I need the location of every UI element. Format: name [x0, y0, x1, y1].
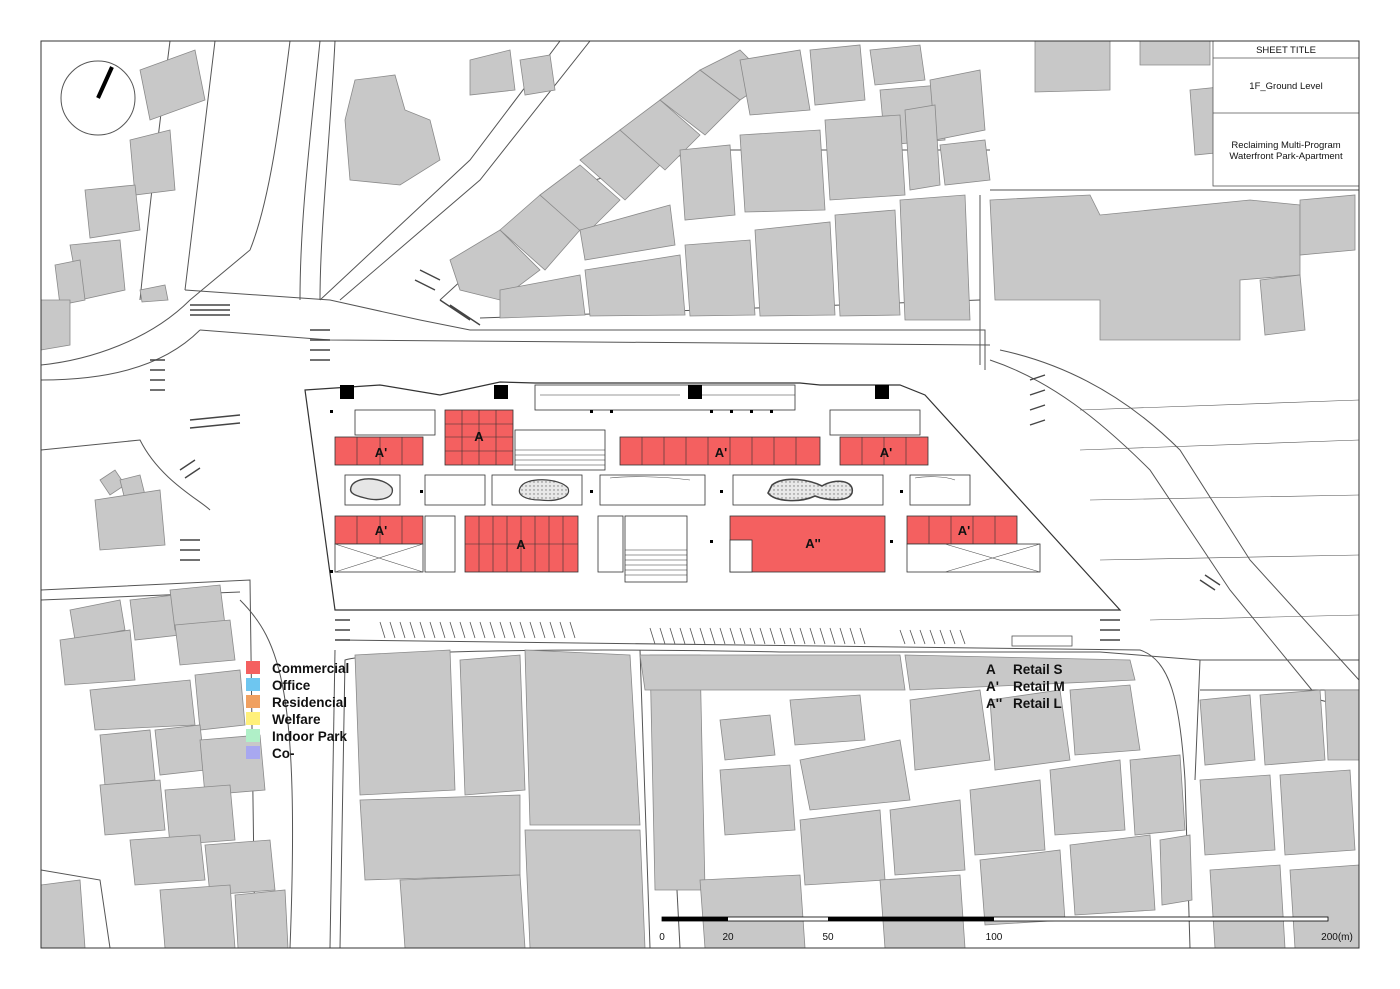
project-name-line1: Reclaiming Multi-Program	[1231, 140, 1340, 151]
commercial-units-south	[334, 515, 1041, 583]
scale-tick-0: 0	[659, 932, 665, 943]
program-legend: Commercial Office Residencial Welfare In…	[246, 661, 349, 761]
legend-label-co: Co-	[272, 746, 295, 761]
commercial-units-north	[334, 409, 929, 466]
buildings-context	[41, 41, 1359, 948]
retail-label-s: Retail S	[1013, 662, 1063, 677]
label-retail-m-1: A'	[375, 445, 387, 460]
context-map	[41, 41, 1359, 948]
label-retail-l: A''	[805, 536, 821, 551]
park-strip	[344, 474, 971, 506]
scale-tick-20: 20	[722, 932, 734, 943]
project-site: A A A' A' A' A' A' A''	[304, 381, 1122, 647]
label-retail-s-south: A	[516, 537, 526, 552]
retail-unit-m-5	[906, 515, 1018, 545]
parking-stripes	[379, 621, 1073, 647]
scale-bar: 0 20 50 100 200(m)	[659, 916, 1353, 943]
sheet-title-heading: SHEET TITLE	[1256, 45, 1316, 56]
legend-swatch-co	[246, 746, 260, 759]
legend-label-residencial: Residencial	[272, 695, 347, 710]
legend-swatch-commercial	[246, 661, 260, 674]
scale-tick-50: 50	[822, 932, 834, 943]
legend-label-commercial: Commercial	[272, 661, 349, 676]
retail-unit-l	[729, 515, 886, 573]
scale-tick-200: 200(m)	[1321, 932, 1353, 943]
retail-unit-m-1	[334, 436, 424, 466]
sheet-name: 1F_Ground Level	[1249, 81, 1322, 92]
unit-labels: A A A' A' A' A' A' A''	[375, 429, 970, 552]
label-retail-m-2: A'	[715, 445, 727, 460]
crosswalks	[150, 269, 1221, 641]
legend-swatch-office	[246, 678, 260, 691]
retail-unit-m-2	[619, 436, 821, 466]
scale-tick-100: 100	[986, 932, 1003, 943]
legend-label-office: Office	[272, 678, 311, 693]
legend-swatch-residencial	[246, 695, 260, 708]
title-block: SHEET TITLE 1F_Ground Level Reclaiming M…	[1212, 40, 1360, 187]
retail-code-s: A	[986, 662, 996, 677]
column-grid	[330, 410, 903, 573]
label-retail-m-3: A'	[880, 445, 892, 460]
sheet-frame	[40, 40, 1360, 949]
label-retail-m-4: A'	[375, 523, 387, 538]
legend-swatch-welfare	[246, 712, 260, 725]
retail-unit-m-4	[334, 515, 424, 545]
retail-legend: A A' A'' Retail S Retail M Retail L	[986, 662, 1065, 711]
legend-label-indoor-park: Indoor Park	[272, 729, 348, 744]
retail-code-m: A'	[986, 679, 999, 694]
label-retail-m-5: A'	[958, 523, 970, 538]
label-retail-s-north: A	[474, 429, 484, 444]
retail-code-l: A''	[986, 696, 1002, 711]
project-name-line2: Waterfront Park-Apartment	[1229, 151, 1343, 162]
legend-swatch-indoor-park	[246, 729, 260, 742]
retail-label-l: Retail L	[1013, 696, 1062, 711]
north-structures	[340, 384, 921, 471]
legend-label-welfare: Welfare	[272, 712, 321, 727]
retail-label-m: Retail M	[1013, 679, 1065, 694]
